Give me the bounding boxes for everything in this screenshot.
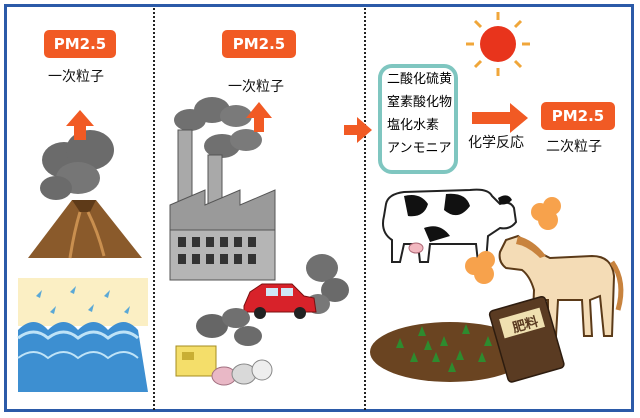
fertilizer-bag-icon [488,295,565,383]
pm25-badge-secondary: PM2.5 [541,102,615,130]
gas-ammonia: アンモニア [387,141,452,156]
volcano-icon [28,130,142,259]
horse-gas-cloud-icon [465,251,495,284]
panel-divider-1 [153,8,155,410]
gas-nitrogen-oxides: 窒素酸化物 [387,95,453,110]
arrow-right-1-icon [344,117,372,143]
chemical-reaction-label: 化学反応 [468,135,524,151]
arrow-up-2-icon [246,102,272,132]
arrow-right-2-icon [472,103,528,133]
secondary-particles-label: 二次粒子 [546,139,602,155]
horse-icon [498,234,624,337]
panel-divider-2 [364,8,366,410]
ocean-waves-icon [17,278,148,392]
car-icon [243,283,317,319]
sun-icon [466,12,530,76]
precursor-gases-box: 二酸化硫黄 窒素酸化物 塩化水素 アンモニア [378,64,458,174]
cow-icon [382,188,518,263]
gas-sulfur-dioxide: 二酸化硫黄 [387,72,453,87]
cow-gas-cloud-icon [531,197,561,230]
pm25-badge-primary-natural: PM2.5 [44,30,116,58]
arrow-up-1-icon [66,110,94,140]
factory-icon [169,97,276,281]
primary-particles-label-natural: 一次粒子 [48,69,104,85]
garbage-icon [175,308,273,386]
primary-particles-label-human: 一次粒子 [228,79,284,95]
gas-hydrogen-chloride: 塩化水素 [387,118,440,133]
pm25-badge-primary-human: PM2.5 [222,30,296,58]
